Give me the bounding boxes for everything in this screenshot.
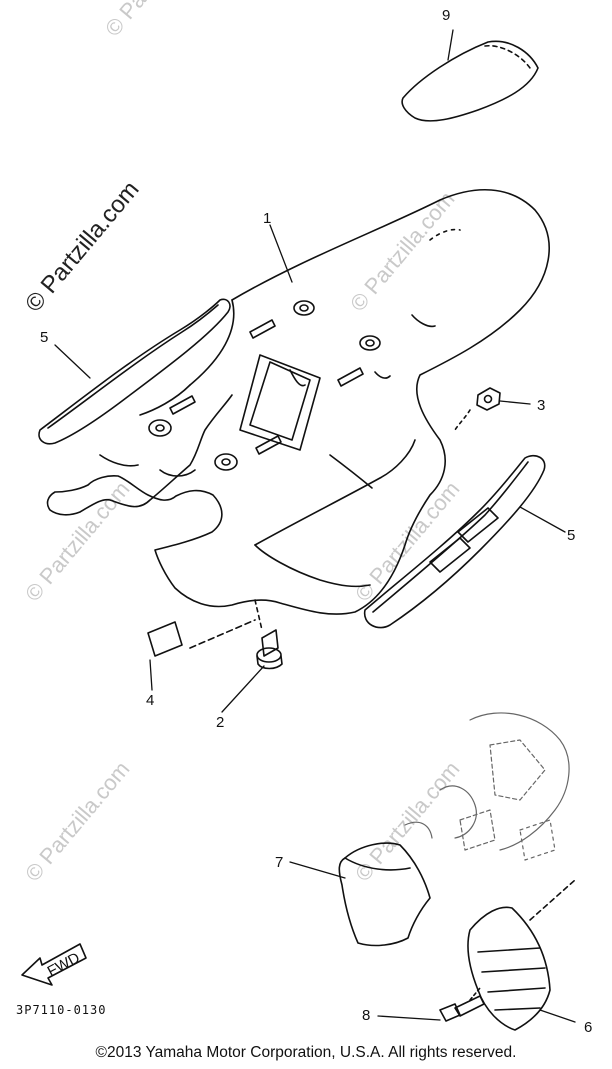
callout-5: 5 [567, 527, 575, 544]
diagram-code: 3P7110-0130 [16, 1003, 106, 1017]
part-2-bolt [254, 599, 283, 670]
part-5-reflector-right [363, 454, 546, 629]
callout-1: 1 [263, 210, 271, 227]
part-6-plate [467, 879, 576, 1031]
callout-4: 4 [146, 692, 154, 709]
callout-6: 6 [584, 1019, 592, 1036]
callout-3: 3 [537, 397, 545, 414]
callout-7: 7 [275, 854, 283, 871]
callout-9: 9 [442, 7, 450, 24]
callout-5: 5 [40, 329, 48, 346]
part-9-pad [401, 40, 539, 122]
forward-arrow-icon [21, 943, 87, 986]
callout-8: 8 [362, 1007, 370, 1024]
part-8-screw [439, 987, 485, 1022]
background-bracket [404, 712, 570, 861]
leader-lines [54, 29, 576, 1023]
callout-2: 2 [216, 714, 224, 731]
copyright-footer: ©2013 Yamaha Motor Corporation, U.S.A. A… [95, 1044, 517, 1061]
part-3-nut [454, 387, 501, 431]
part-5-reflector-left [38, 298, 231, 445]
part-7-cover [338, 842, 431, 947]
part-1-rear-fender [46, 188, 550, 615]
part-4-label [147, 619, 256, 657]
